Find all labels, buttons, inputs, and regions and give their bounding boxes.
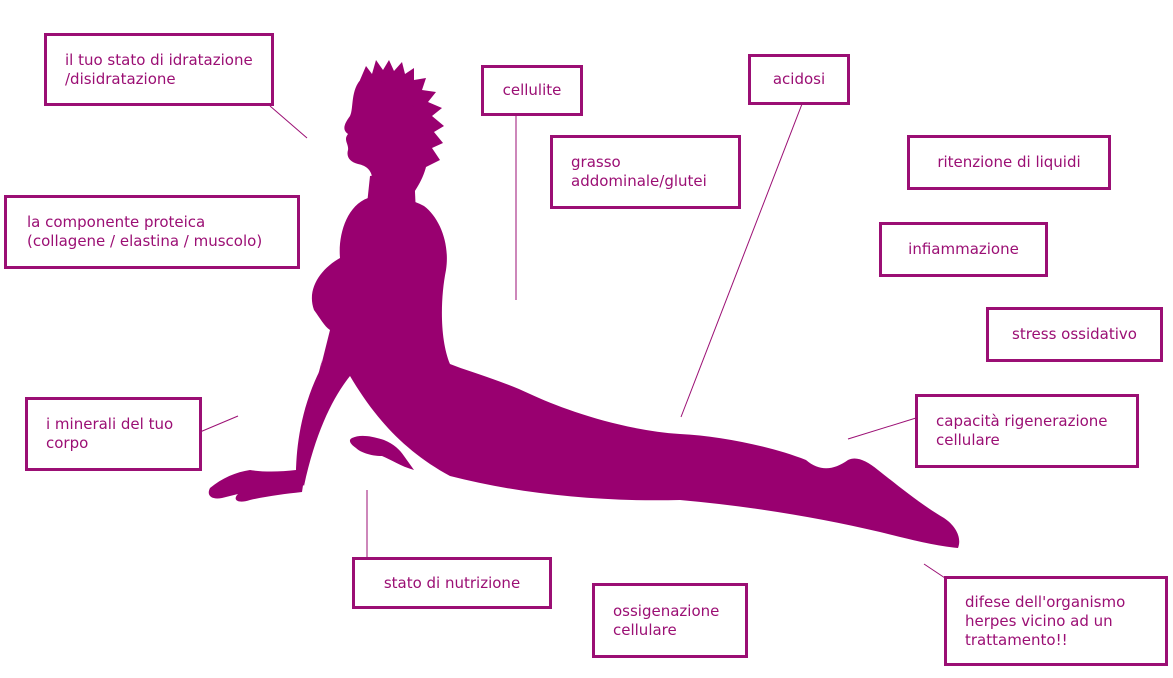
label-acidosi: acidosi (748, 54, 850, 105)
connector-lines (199, 103, 946, 579)
label-ossigenazione: ossigenazione cellulare (592, 583, 748, 658)
connector-minerali (199, 415, 239, 433)
label-grasso: grasso addominale/glutei (550, 135, 741, 209)
connector-difese (923, 563, 946, 579)
label-difese: difese dell'organismo herpes vicino ad u… (944, 576, 1168, 666)
label-rigenerazione: capacità rigenerazione cellulare (915, 394, 1139, 468)
label-ritenzione: ritenzione di liquidi (907, 135, 1111, 190)
label-minerali: i minerali del tuo corpo (25, 397, 202, 471)
connector-acidosi (680, 103, 803, 418)
label-cellulite: cellulite (481, 65, 583, 116)
label-idratazione: il tuo stato di idratazione /disidratazi… (44, 33, 274, 106)
label-componente-proteica: la componente proteica (collagene / elas… (4, 195, 300, 269)
connector-idratazione (269, 105, 308, 139)
label-nutrizione: stato di nutrizione (352, 557, 552, 609)
label-stress: stress ossidativo (986, 307, 1163, 362)
woman-yoga-cobra-pose-silhouette (208, 60, 960, 549)
label-infiammazione: infiammazione (879, 222, 1048, 277)
connector-rigenerazione (847, 417, 917, 440)
